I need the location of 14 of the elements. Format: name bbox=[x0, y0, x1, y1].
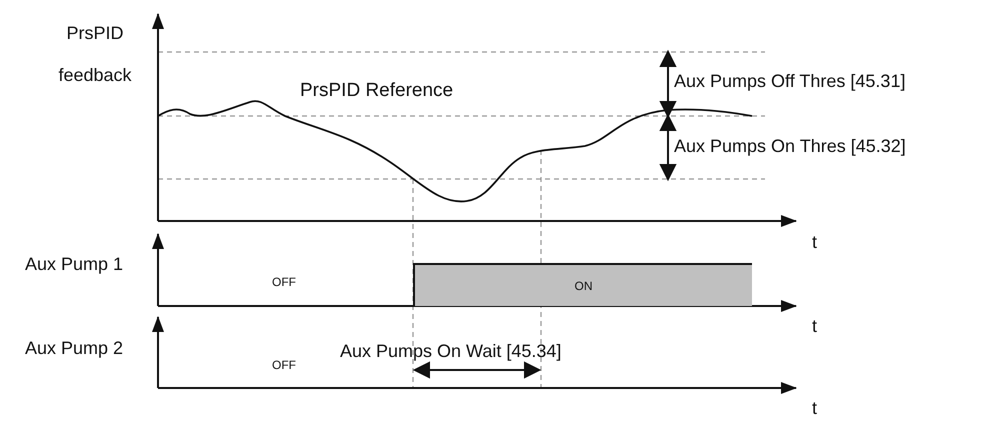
state-label: ON bbox=[574, 278, 592, 292]
axis-label: PrsPID feedback bbox=[57, 22, 133, 87]
on-state-block bbox=[413, 263, 752, 306]
axis-label: t bbox=[812, 232, 818, 253]
axis-label: t bbox=[812, 316, 818, 337]
reference-label: PrsPID Reference bbox=[300, 80, 454, 102]
parameter-label: Aux Pumps On Wait [45.34] bbox=[340, 341, 562, 362]
axis-label: t bbox=[812, 398, 818, 419]
signal-label: Aux Pump 2 bbox=[25, 338, 124, 359]
state-label: OFF bbox=[272, 359, 296, 373]
parameter-label: Aux Pumps Off Thres [45.31] bbox=[674, 71, 906, 92]
signal-label: Aux Pump 1 bbox=[25, 254, 124, 275]
state-label: OFF bbox=[272, 276, 296, 290]
parameter-label: Aux Pumps On Thres [45.32] bbox=[674, 136, 906, 157]
